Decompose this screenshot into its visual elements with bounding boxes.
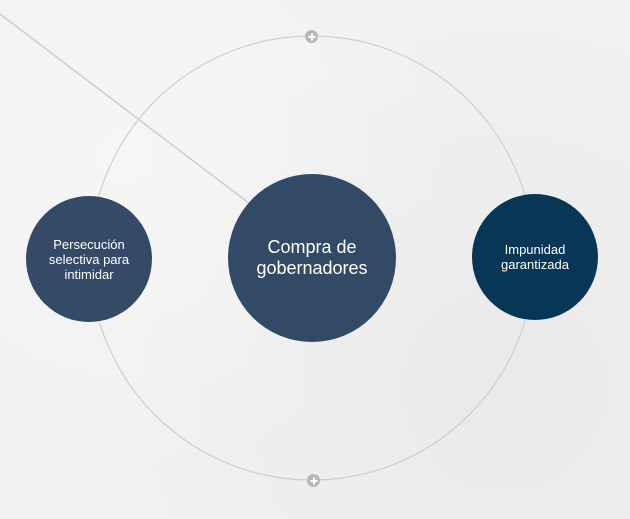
node-impunidad[interactable]: Impunidad garantizada [472, 194, 598, 320]
node-compra-gobernadores[interactable]: Compra de gobernadores [228, 174, 396, 342]
node-label: Compra de gobernadores [256, 237, 368, 278]
node-label: Persecución selectiva para intimidar [48, 236, 130, 282]
expand-top-button[interactable] [305, 30, 318, 43]
connector-line [0, 13, 251, 205]
node-persecucion[interactable]: Persecución selectiva para intimidar [26, 196, 152, 322]
node-label: Impunidad garantizada [501, 242, 569, 272]
expand-bottom-button[interactable] [307, 474, 320, 487]
